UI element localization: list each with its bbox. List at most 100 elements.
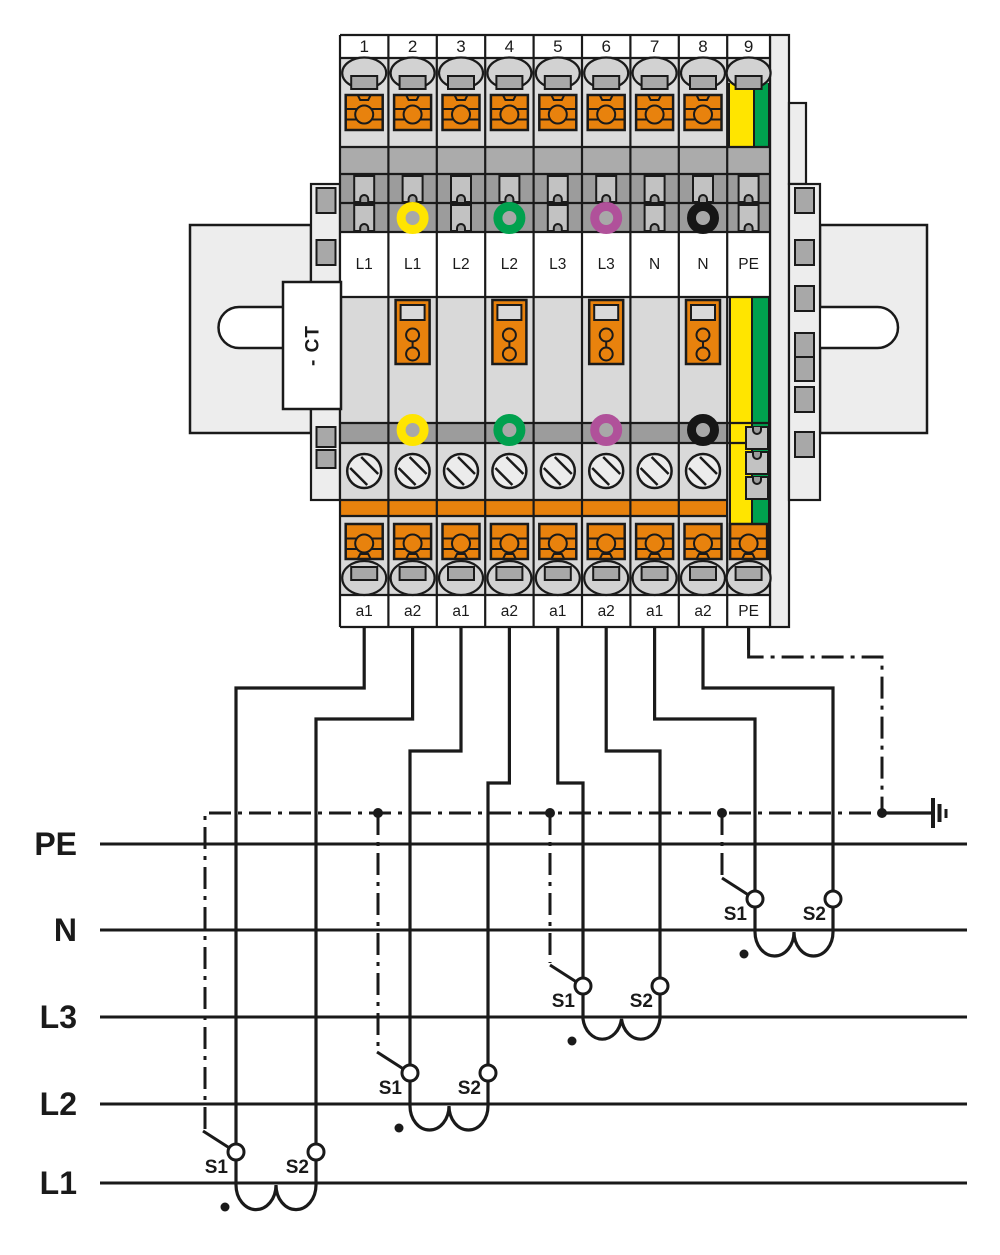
s1-contact (573, 976, 593, 996)
conductor-label: L1 (404, 256, 421, 273)
conductor-label: L2 (501, 256, 518, 273)
junction-dot (717, 808, 727, 818)
terminal-number: 4 (505, 37, 514, 56)
wire-a1-n (653, 627, 757, 891)
ct-symbol-l3: S1 S2 (549, 963, 670, 1046)
terminal-texts: 1 2 3 4 5 6 7 8 9 L1 L1 L2 L2 L3 L3 N N … (356, 37, 759, 620)
secondary-terminal-label: a2 (694, 603, 711, 620)
terminal-number: 1 (359, 37, 368, 56)
s2-label: S2 (803, 904, 826, 925)
wire-a2-l3 (604, 627, 662, 978)
s2-contact (823, 889, 843, 909)
conductor-label: L1 (356, 256, 373, 273)
ring-yellow-top (401, 207, 424, 230)
s1-label: S1 (724, 904, 748, 925)
disconnect-blade (721, 876, 750, 897)
polarity-dot (220, 1202, 230, 1212)
conductor-label: PE (738, 256, 759, 273)
secondary-terminal-label: a1 (452, 603, 469, 620)
terminal-number: 7 (650, 37, 659, 56)
secondary-terminal-label: a2 (501, 603, 518, 620)
end-bracket-right (787, 182, 822, 502)
pe-earth-link (203, 627, 948, 1129)
row-strip-bg (340, 147, 770, 174)
bus-label-pe: PE (34, 826, 77, 862)
wire-a2-l1 (314, 627, 415, 1144)
ring-black-top (692, 207, 715, 230)
junction-dot (545, 808, 555, 818)
row-band-bg (340, 423, 770, 443)
ring-violet-bottom (595, 419, 618, 442)
terminal-number: 5 (553, 37, 562, 56)
ground-link-line (203, 811, 882, 1129)
secondary-terminal-label: PE (738, 603, 759, 620)
ct-symbol-l1: S1 S2 (202, 1129, 326, 1212)
s1-label: S1 (379, 1078, 403, 1099)
s1-label: S1 (205, 1157, 229, 1178)
row-numbers-bg (340, 35, 770, 58)
ct-designation-text: - CT (303, 325, 324, 366)
terminal-number: 2 (408, 37, 417, 56)
ct-symbol-l2: S1 S2 (376, 1050, 498, 1133)
conductor-label: N (697, 256, 708, 273)
schematic: PE N L3 L2 L1 (34, 627, 967, 1212)
conductor-label: L3 (549, 256, 566, 273)
s1-contact (745, 889, 765, 909)
s2-label: S2 (286, 1157, 309, 1178)
polarity-dot (394, 1123, 404, 1133)
row-labels-bg (340, 232, 770, 297)
earth-ground-icon (931, 798, 948, 828)
terminal-number: 8 (698, 37, 707, 56)
wire-a1-l1 (234, 627, 366, 1144)
ring-violet-top (595, 207, 618, 230)
secondary-terminal-label: a1 (549, 603, 566, 620)
ct-winding (581, 994, 662, 1041)
ct-winding (234, 1160, 318, 1212)
ring-black-bottom (692, 419, 715, 442)
pe-wire-dashdot (747, 650, 884, 810)
wire-a2-n (701, 627, 835, 891)
bus-label-l3: L3 (40, 999, 77, 1035)
polarity-dot (567, 1036, 577, 1046)
ring-yellow-bottom (401, 419, 424, 442)
s1-contact (400, 1063, 420, 1083)
disconnect-blade (549, 963, 578, 984)
bus-label-n: N (54, 912, 77, 948)
s2-label: S2 (458, 1078, 481, 1099)
conductor-label: L3 (598, 256, 615, 273)
bus-labels: PE N L3 L2 L1 (34, 826, 77, 1201)
bus-label-l2: L2 (40, 1086, 77, 1122)
ct-designation-label: - CT (281, 280, 343, 411)
ct-winding (408, 1081, 490, 1132)
wire-a1-l2 (408, 627, 463, 1065)
bus-lines (100, 842, 967, 1185)
s1-label: S1 (552, 991, 576, 1012)
terminal-block: 1 2 3 4 5 6 7 8 9 L1 L1 L2 L2 L3 L3 N N … (338, 33, 772, 629)
terminal-number: 9 (744, 37, 753, 56)
s2-contact (306, 1142, 326, 1162)
secondary-terminal-label: a2 (598, 603, 615, 620)
s1-contact (226, 1142, 246, 1162)
secondary-terminal-label: a2 (404, 603, 421, 620)
terminal-number: 6 (601, 37, 610, 56)
ring-green-top (498, 207, 521, 230)
disconnect-blade (202, 1129, 231, 1150)
ring-green-bottom (498, 419, 521, 442)
terminal-number: 3 (456, 37, 465, 56)
secondary-terminal-label: a1 (356, 603, 373, 620)
bus-label-l1: L1 (40, 1165, 77, 1201)
disconnect-blade (376, 1050, 405, 1071)
s2-label: S2 (630, 991, 653, 1012)
ct-symbol-n: S1 S2 (721, 876, 843, 959)
secondary-wires (234, 627, 835, 1144)
secondary-terminal-label: a1 (646, 603, 663, 620)
din-rail-slot-right (820, 305, 900, 350)
ct-winding (753, 907, 835, 958)
junction-dot (373, 808, 383, 818)
s2-contact (650, 976, 670, 996)
polarity-dot (739, 949, 749, 959)
wire-a1-l3 (556, 627, 585, 978)
s2-contact (478, 1063, 498, 1083)
